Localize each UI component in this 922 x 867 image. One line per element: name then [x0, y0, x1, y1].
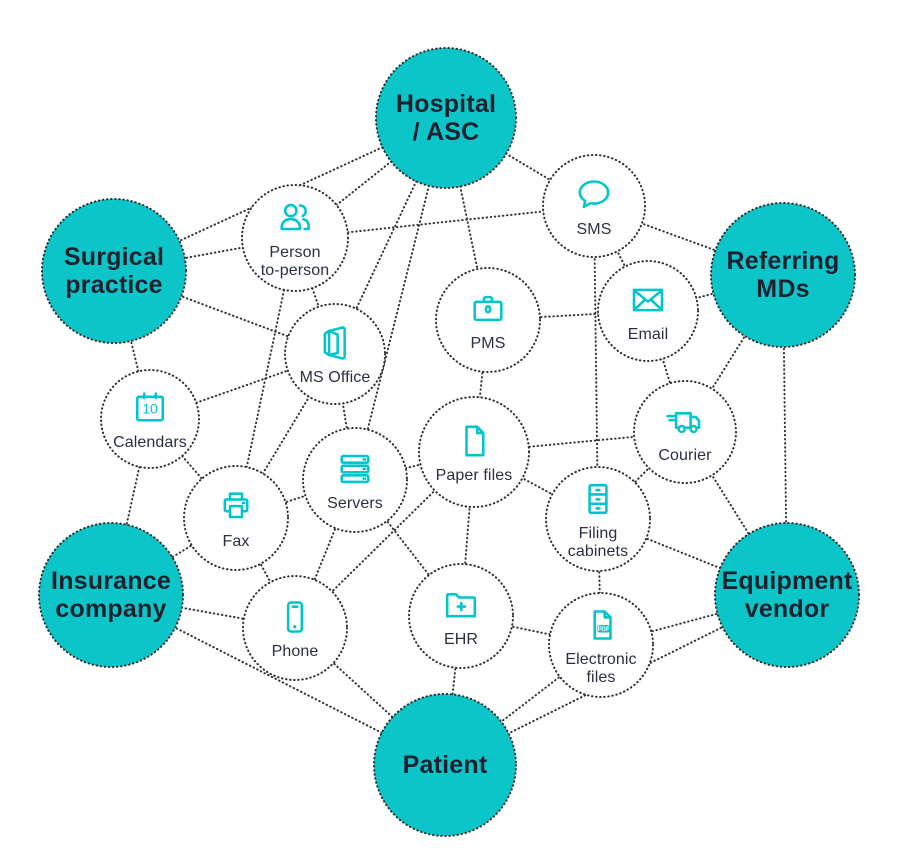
node-circle-hospital-asc	[375, 47, 517, 189]
node-circle-fax	[183, 465, 289, 571]
node-circle-referring-mds	[710, 202, 856, 348]
node-circle-insurance-company	[38, 522, 184, 668]
node-circle-phone	[242, 575, 348, 681]
node-circle-ehr	[408, 563, 514, 669]
edge-paper-files--filing-cabinets	[473, 451, 599, 520]
node-circle-sms	[542, 154, 646, 258]
node-circle-surgical-practice	[41, 198, 187, 344]
node-circle-filing-cabinets	[545, 466, 651, 572]
node-circle-equipment-vendor	[714, 522, 860, 668]
node-circle-pms	[435, 267, 541, 373]
node-circle-calendars	[100, 369, 200, 469]
node-circle-electronic-files	[548, 592, 654, 698]
node-circle-servers	[302, 427, 408, 533]
edge-sms--filing-cabinets	[593, 205, 599, 520]
edge-paper-files--ehr	[460, 451, 475, 617]
node-circle-ms-office	[284, 303, 386, 405]
node-circle-person-to-person	[241, 184, 349, 292]
node-circle-email	[597, 260, 699, 362]
node-circle-patient	[373, 693, 517, 837]
circles-layer	[38, 47, 860, 837]
node-circle-courier	[633, 380, 737, 484]
node-circle-paper-files	[418, 396, 530, 508]
